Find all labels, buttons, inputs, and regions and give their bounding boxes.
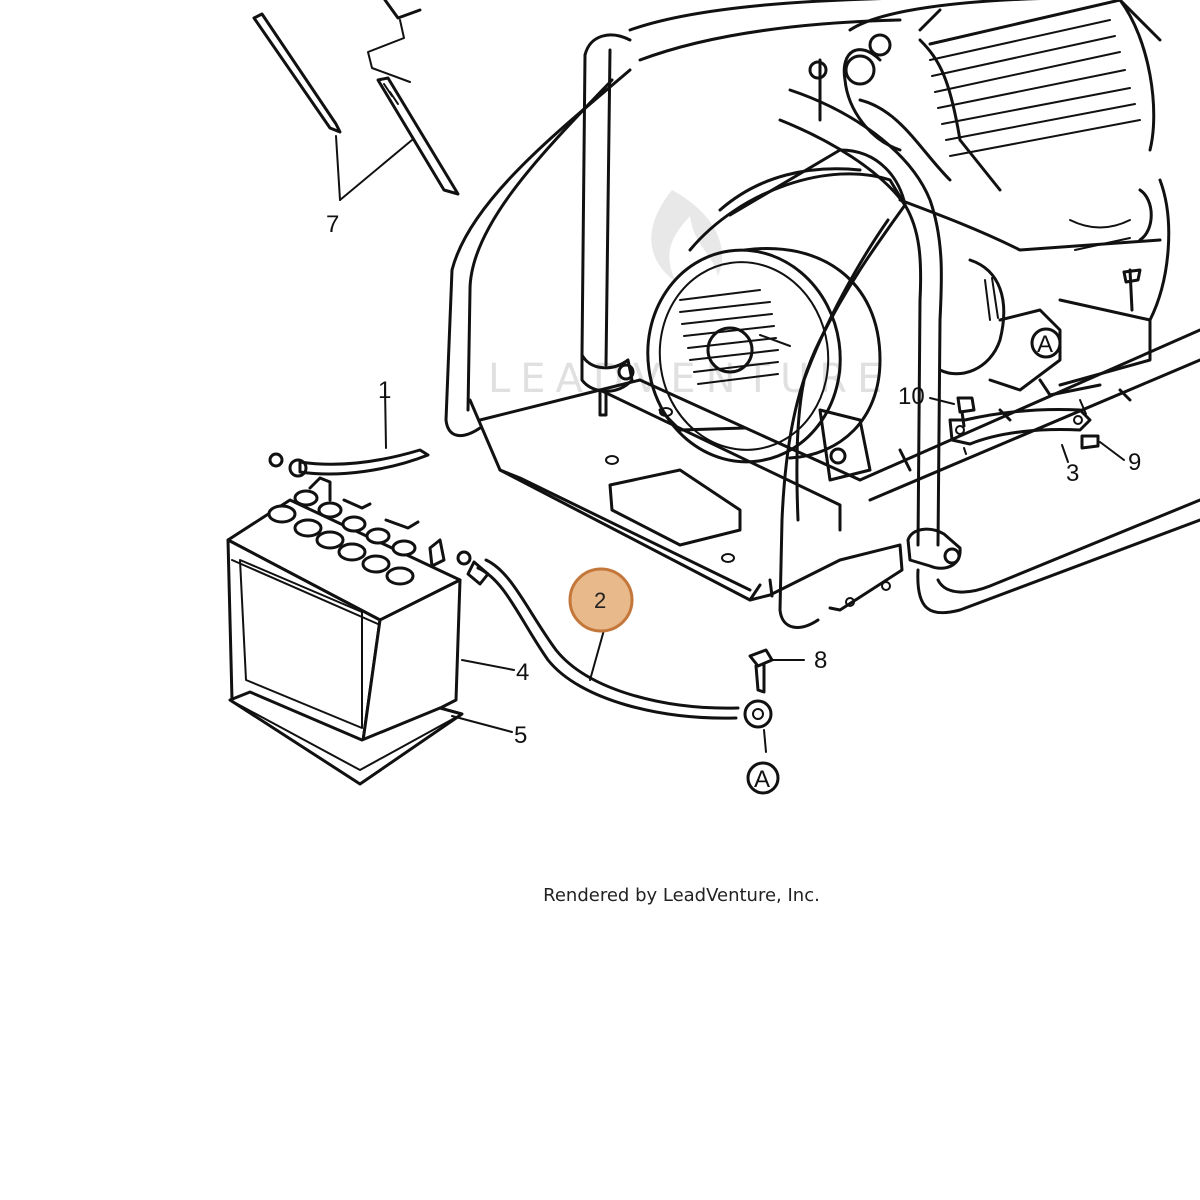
- battery-part-4: [226, 476, 515, 750]
- engine: [808, 0, 1171, 397]
- reference-a-cable: A: [746, 761, 780, 795]
- watermark: LEADVENTURE: [488, 190, 892, 402]
- rods-part-7: [252, 0, 460, 201]
- hotspot-part-2[interactable]: 2: [568, 567, 634, 633]
- battery-caps: [267, 489, 417, 586]
- callout-8[interactable]: 8: [814, 647, 827, 674]
- reference-a-engine: A: [1030, 327, 1062, 359]
- callout-7[interactable]: 7: [326, 211, 339, 238]
- base-plate: [468, 328, 1200, 612]
- callout-3[interactable]: 3: [1066, 460, 1079, 487]
- callout-10[interactable]: 10: [898, 383, 925, 410]
- cable-part-1: [268, 387, 430, 478]
- hotspot-circle[interactable]: [568, 567, 634, 633]
- callout-1[interactable]: 1: [378, 377, 391, 404]
- reference-a-cable-label: A: [754, 766, 770, 793]
- hotspot-label[interactable]: 2: [594, 588, 606, 613]
- reference-a-engine-label: A: [1037, 331, 1053, 358]
- render-credit: Rendered by LeadVenture, Inc.: [543, 885, 820, 906]
- battery-tray-part-5: [228, 690, 513, 786]
- callout-9[interactable]: 9: [1128, 449, 1141, 476]
- watermark-flame-icon: [651, 190, 723, 282]
- cable-part-2: [466, 558, 773, 753]
- ground-strap-part-3: [929, 396, 1125, 463]
- callout-4[interactable]: 4: [516, 659, 529, 686]
- bolt-part-8: [748, 648, 805, 694]
- watermark-text: LEADVENTURE: [488, 356, 892, 402]
- frame-left-tube: [444, 48, 635, 437]
- frame-right-tube: [778, 88, 1200, 629]
- generator-alternator: [646, 148, 907, 464]
- callout-5[interactable]: 5: [514, 722, 527, 749]
